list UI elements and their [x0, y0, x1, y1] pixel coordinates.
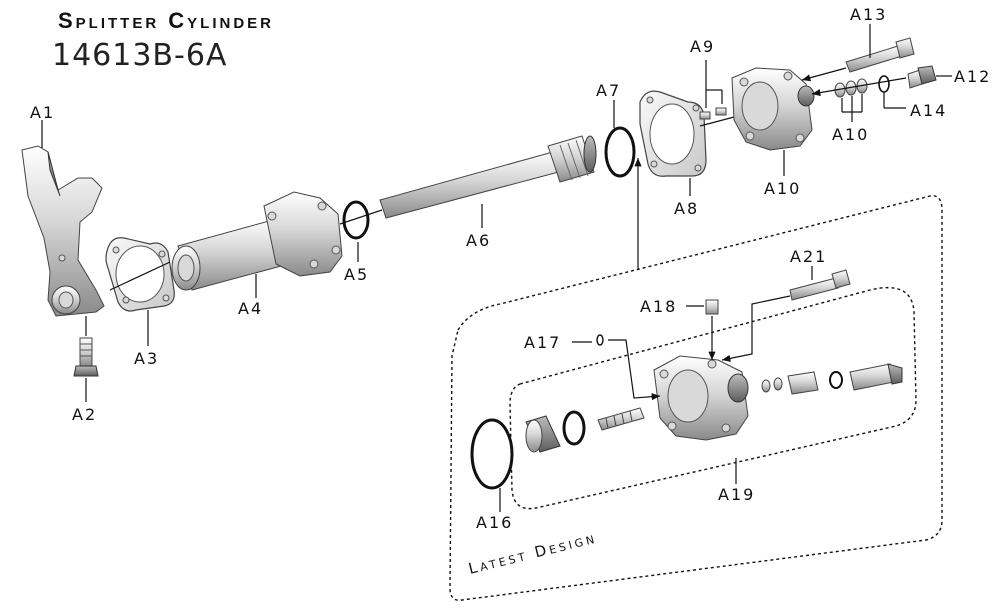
cap-a19-part	[525, 415, 561, 453]
axis-line-a3	[109, 261, 171, 291]
callout-a18: A18	[640, 297, 677, 316]
valve-stack-a19	[761, 363, 903, 395]
callout-a8: A8	[674, 199, 699, 218]
a19-assembly-boundary	[509, 286, 917, 510]
spring-a19-part	[597, 407, 645, 431]
a13-arrow	[801, 67, 847, 82]
gasket-a8-part	[639, 90, 707, 177]
a21-arrow	[721, 295, 791, 362]
diagram-title: Splitter Cylinder	[58, 8, 275, 33]
housing-a19-part	[653, 355, 749, 441]
callout-a10-top: A10	[764, 179, 801, 198]
bolt-a21-part	[789, 269, 851, 301]
bolt-part	[73, 337, 99, 377]
latest-design-label: Latest Design	[467, 529, 599, 578]
callout-a3: A3	[134, 349, 159, 368]
oring-a14-part	[878, 75, 890, 93]
callout-a9: A9	[690, 37, 715, 56]
callout-a6: A6	[466, 231, 491, 250]
piston-rod-part	[379, 135, 597, 219]
oring-a17-part	[596, 334, 604, 346]
oring-a19-part	[562, 410, 586, 446]
callout-a1: A1	[30, 103, 55, 122]
axis-line-a5	[339, 209, 383, 225]
oring-a7-part	[604, 126, 636, 178]
callout-a14: A14	[910, 101, 947, 120]
plug-a18-part	[705, 299, 719, 315]
callout-a12: A12	[954, 67, 991, 86]
gasket-a3-part	[105, 237, 175, 312]
callout-a13: A13	[850, 5, 887, 24]
callout-a16: A16	[476, 513, 513, 532]
part-number: 14613B-6A	[52, 38, 228, 73]
plug-a12-part	[907, 65, 937, 89]
housing-a10-part	[731, 67, 815, 151]
valve-parts-a9	[699, 107, 727, 120]
callout-a4: A4	[238, 299, 263, 318]
callout-a10-bottom: A10	[832, 125, 869, 144]
callout-a17: A17	[524, 333, 561, 352]
a17-arrow	[608, 339, 661, 401]
oring-a5-part	[342, 200, 370, 240]
callout-a21: A21	[790, 247, 827, 266]
a12-arrow	[811, 77, 907, 97]
callout-a2: A2	[72, 405, 97, 424]
cylinder-body-part	[171, 191, 343, 291]
long-bolt-a13	[845, 37, 915, 73]
callout-a7: A7	[596, 81, 621, 100]
shift-fork-part	[21, 145, 105, 317]
callout-a5: A5	[344, 265, 369, 284]
callout-a19: A19	[718, 485, 755, 504]
oring-a16-part	[470, 418, 514, 490]
